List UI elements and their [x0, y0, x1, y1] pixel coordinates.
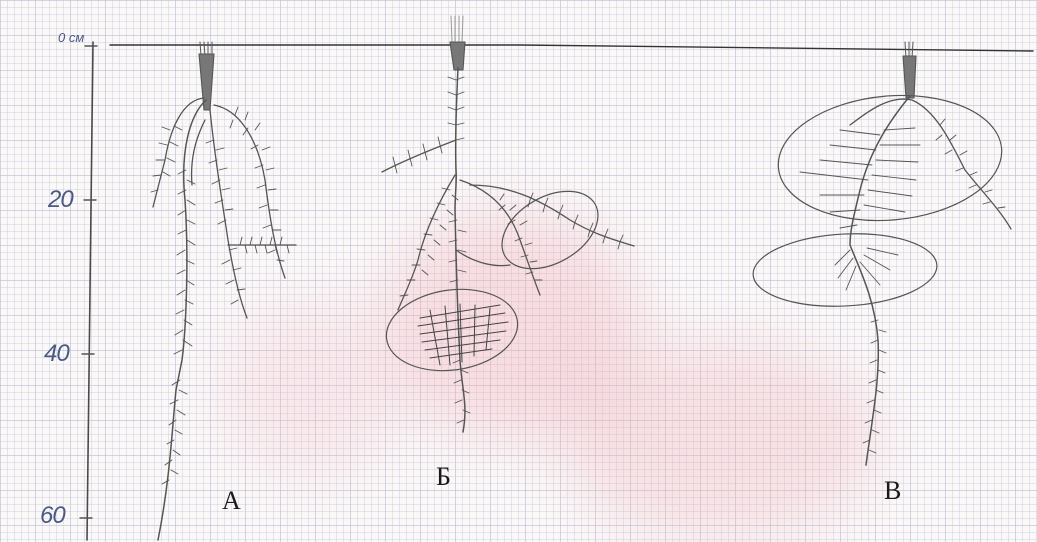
soil-surface-line — [110, 45, 1033, 51]
rootlets-a — [151, 107, 289, 484]
axis-tick-label-20: 20 — [48, 186, 73, 214]
axis-tick-label-60: 60 — [40, 502, 65, 530]
rootlets-c — [800, 119, 1005, 453]
plant-label-c: В — [884, 476, 901, 506]
root-system-a — [151, 42, 296, 540]
axis-tick-label-40: 40 — [44, 340, 69, 368]
root-zone-oval — [751, 229, 939, 311]
plant-label-b: Б — [436, 462, 451, 492]
rootlets-b — [393, 77, 623, 423]
root-system-b — [381, 16, 634, 432]
dense-root-cluster — [418, 304, 508, 365]
root-system-c — [751, 42, 1011, 465]
plant-label-a: А — [222, 486, 241, 516]
root-zone-oval — [488, 175, 611, 284]
root-zone-oval — [773, 86, 1007, 229]
axis-unit-label: 0 см — [58, 30, 84, 45]
depth-axis — [87, 42, 93, 540]
